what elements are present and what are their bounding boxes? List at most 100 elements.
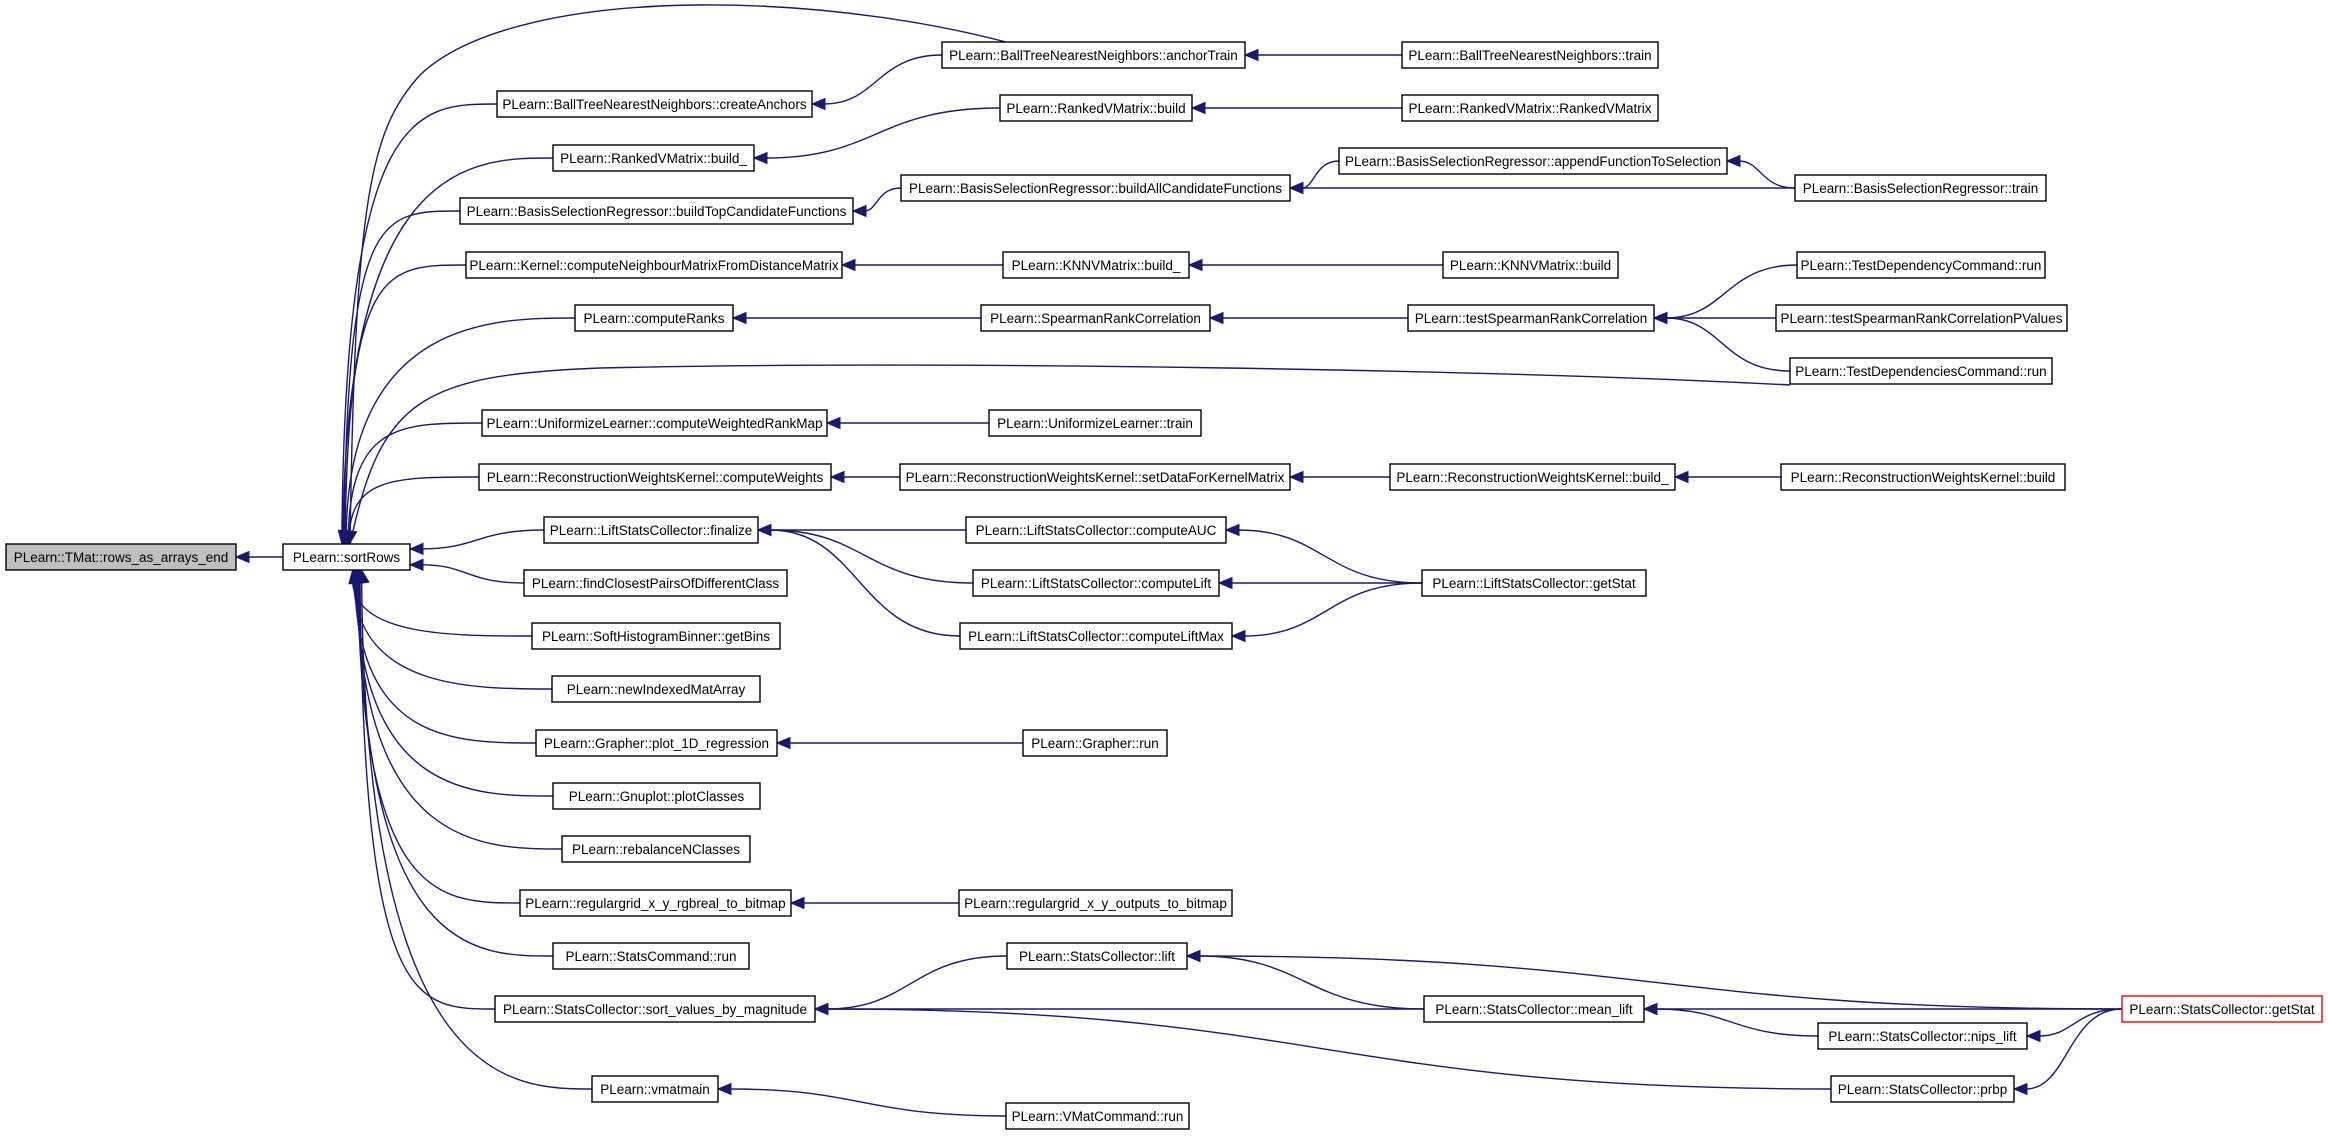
node-box[interactable] (478, 463, 832, 491)
node-box[interactable] (972, 569, 1220, 597)
node-rankedvmatrix-rankedvmatrix[interactable]: PLearn::RankedVMatrix::RankedVMatrix (1401, 94, 1659, 122)
node-statscollector-mean-lift[interactable]: PLearn::StatsCollector::mean_lift (1423, 995, 1645, 1023)
node-knnvmatrix-build[interactable]: PLearn::KNNVMatrix::build (1442, 251, 1619, 279)
node-box[interactable] (980, 304, 1211, 332)
node-box[interactable] (1005, 1102, 1190, 1130)
node-regulargrid-x-y-outputs-to-bitmap[interactable]: PLearn::regulargrid_x_y_outputs_to_bitma… (958, 889, 1233, 917)
node-basisselectionregressor-buildtopcandidatefunctions[interactable]: PLearn::BasisSelectionRegressor::buildTo… (459, 197, 854, 225)
node-box[interactable] (1401, 41, 1659, 69)
node-box[interactable] (899, 463, 1291, 491)
node-box[interactable] (494, 995, 816, 1023)
node-box[interactable] (523, 569, 788, 597)
node-box[interactable] (988, 409, 1202, 437)
node-basisselectionregressor-appendfunctiontoselection[interactable]: PLearn::BasisSelectionRegressor::appendF… (1338, 147, 1728, 175)
node-box[interactable] (1442, 251, 1619, 279)
node-box[interactable] (465, 251, 843, 279)
node-box[interactable] (1401, 94, 1659, 122)
node-box[interactable] (543, 516, 759, 544)
node-box[interactable] (1389, 463, 1676, 491)
node-box[interactable] (2121, 995, 2323, 1023)
node-liftstatscollector-computelift[interactable]: PLearn::LiftStatsCollector::computeLift (972, 569, 1220, 597)
node-box[interactable] (552, 782, 761, 810)
node-gnuplot-plotclasses[interactable]: PLearn::Gnuplot::plotClasses (552, 782, 761, 810)
node-rebalancenclasses[interactable]: PLearn::rebalanceNClasses (561, 835, 751, 863)
node-liftstatscollector-computeliftmax[interactable]: PLearn::LiftStatsCollector::computeLiftM… (959, 622, 1233, 650)
node-rankedvmatrix-build[interactable]: PLearn::RankedVMatrix::build (999, 94, 1193, 122)
node-spearmanrankcorrelation[interactable]: PLearn::SpearmanRankCorrelation (980, 304, 1211, 332)
node-box[interactable] (561, 835, 751, 863)
node-grapher-run[interactable]: PLearn::Grapher::run (1022, 729, 1168, 757)
node-box[interactable] (1002, 251, 1190, 279)
node-box[interactable] (531, 622, 781, 650)
node-statscollector-prbp[interactable]: PLearn::StatsCollector::prbp (1830, 1075, 2015, 1103)
node-balltreenearestneighbors-anchortrain[interactable]: PLearn::BallTreeNearestNeighbors::anchor… (941, 41, 1246, 69)
node-box[interactable] (941, 41, 1246, 69)
node-testdependencycommand-run[interactable]: PLearn::TestDependencyCommand::run (1796, 251, 2046, 279)
node-knnvmatrix-build-[interactable]: PLearn::KNNVMatrix::build_ (1002, 251, 1190, 279)
node-findclosestpairsofdifferentclass[interactable]: PLearn::findClosestPairsOfDifferentClass (523, 569, 788, 597)
node-balltreenearestneighbors-train[interactable]: PLearn::BallTreeNearestNeighbors::train (1401, 41, 1659, 69)
node-box[interactable] (965, 516, 1227, 544)
node-reconstructionweightskernel-setdataforkernelmatrix[interactable]: PLearn::ReconstructionWeightsKernel::set… (899, 463, 1291, 491)
node-box[interactable] (496, 90, 813, 118)
node-box[interactable] (519, 889, 792, 917)
node-box[interactable] (1006, 942, 1188, 970)
node-box[interactable] (1796, 251, 2046, 279)
node-testdependenciescommand-run[interactable]: PLearn::TestDependenciesCommand::run (1789, 357, 2053, 385)
node-vmatcommand-run[interactable]: PLearn::VMatCommand::run (1005, 1102, 1190, 1130)
node-reconstructionweightskernel-build-[interactable]: PLearn::ReconstructionWeightsKernel::bui… (1389, 463, 1676, 491)
node-box[interactable] (481, 409, 828, 437)
node-grapher-plot-1d-regression[interactable]: PLearn::Grapher::plot_1D_regression (535, 729, 778, 757)
node-box[interactable] (1421, 569, 1647, 597)
node-liftstatscollector-getstat[interactable]: PLearn::LiftStatsCollector::getStat (1421, 569, 1647, 597)
node-computeranks[interactable]: PLearn::computeRanks (574, 304, 734, 332)
node-statscollector-sort-values-by-magnitude[interactable]: PLearn::StatsCollector::sort_values_by_m… (494, 995, 816, 1023)
node-box[interactable] (958, 889, 1233, 917)
node-box[interactable] (574, 304, 734, 332)
node-box[interactable] (459, 197, 854, 225)
node-box[interactable] (1830, 1075, 2015, 1103)
node-box[interactable] (535, 729, 778, 757)
node-box[interactable] (551, 675, 761, 703)
node-testspearmanrankcorrelation[interactable]: PLearn::testSpearmanRankCorrelation (1407, 304, 1655, 332)
node-box[interactable] (1423, 995, 1645, 1023)
node-basisselectionregressor-buildallcandidatefunctions[interactable]: PLearn::BasisSelectionRegressor::buildAl… (900, 174, 1291, 202)
node-reconstructionweightskernel-build[interactable]: PLearn::ReconstructionWeightsKernel::bui… (1780, 463, 2066, 491)
node-box[interactable] (1407, 304, 1655, 332)
node-box[interactable] (282, 543, 411, 571)
node-statscollector-lift[interactable]: PLearn::StatsCollector::lift (1006, 942, 1188, 970)
node-box[interactable] (1338, 147, 1728, 175)
node-liftstatscollector-finalize[interactable]: PLearn::LiftStatsCollector::finalize (543, 516, 759, 544)
node-testspearmanrankcorrelationpvalues[interactable]: PLearn::testSpearmanRankCorrelationPValu… (1775, 304, 2068, 332)
node-box[interactable] (552, 144, 755, 172)
node-box[interactable] (959, 622, 1233, 650)
node-box[interactable] (552, 942, 750, 970)
node-balltreenearestneighbors-createanchors[interactable]: PLearn::BallTreeNearestNeighbors::create… (496, 90, 813, 118)
node-statscollector-getstat[interactable]: PLearn::StatsCollector::getStat (2121, 995, 2323, 1023)
node-reconstructionweightskernel-computeweights[interactable]: PLearn::ReconstructionWeightsKernel::com… (478, 463, 832, 491)
node-statscommand-run[interactable]: PLearn::StatsCommand::run (552, 942, 750, 970)
node-rankedvmatrix-build-[interactable]: PLearn::RankedVMatrix::build_ (552, 144, 755, 172)
node-softhistogrambinner-getbins[interactable]: PLearn::SoftHistogramBinner::getBins (531, 622, 781, 650)
node-box[interactable] (1817, 1022, 2028, 1050)
node-box[interactable] (1022, 729, 1168, 757)
node-box[interactable] (1775, 304, 2068, 332)
node-box[interactable] (5, 543, 237, 571)
node-regulargrid-x-y-rgbreal-to-bitmap[interactable]: PLearn::regulargrid_x_y_rgbreal_to_bitma… (519, 889, 792, 917)
node-uniformizelearner-computeweightedrankmap[interactable]: PLearn::UniformizeLearner::computeWeight… (481, 409, 828, 437)
node-box[interactable] (1789, 357, 2053, 385)
node-liftstatscollector-computeauc[interactable]: PLearn::LiftStatsCollector::computeAUC (965, 516, 1227, 544)
node-newindexedmatarray[interactable]: PLearn::newIndexedMatArray (551, 675, 761, 703)
node-box[interactable] (591, 1075, 719, 1103)
node-basisselectionregressor-train[interactable]: PLearn::BasisSelectionRegressor::train (1794, 174, 2047, 202)
node-statscollector-nips-lift[interactable]: PLearn::StatsCollector::nips_lift (1817, 1022, 2028, 1050)
node-kernel-computeneighbourmatrixfromdistancematrix[interactable]: PLearn::Kernel::computeNeighbourMatrixFr… (465, 251, 843, 279)
node-box[interactable] (900, 174, 1291, 202)
node-sortrows[interactable]: PLearn::sortRows (282, 543, 411, 571)
node-vmatmain[interactable]: PLearn::vmatmain (591, 1075, 719, 1103)
node-tmat-rows-as-arrays-end[interactable]: PLearn::TMat::rows_as_arrays_end (5, 543, 237, 571)
node-box[interactable] (999, 94, 1193, 122)
node-box[interactable] (1780, 463, 2066, 491)
node-box[interactable] (1794, 174, 2047, 202)
node-uniformizelearner-train[interactable]: PLearn::UniformizeLearner::train (988, 409, 1202, 437)
